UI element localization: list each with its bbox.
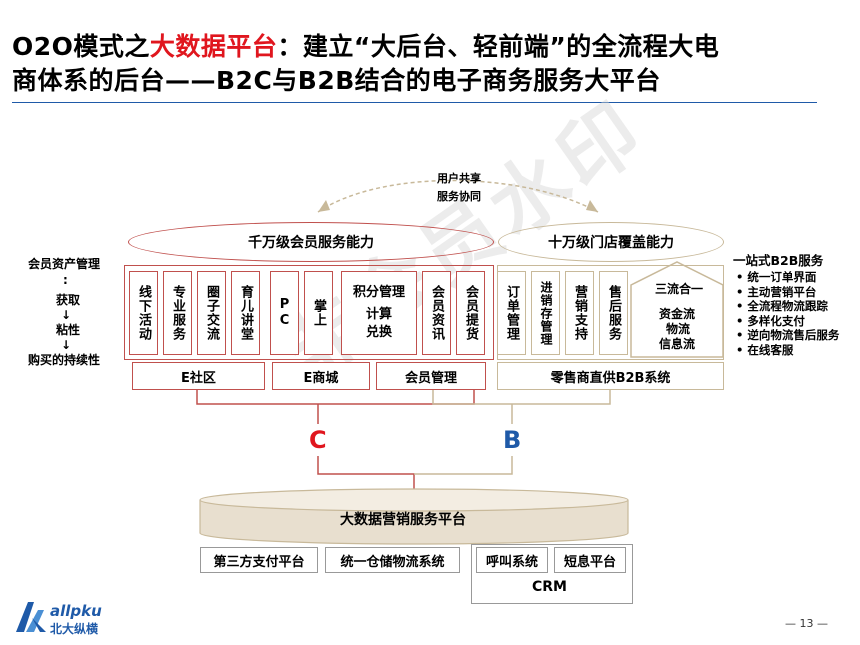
list-item: • 多样化支付 — [736, 313, 805, 328]
column-label: 进销存管理 — [539, 280, 553, 346]
list-item: • 在线客服 — [736, 342, 794, 357]
title-underline — [12, 102, 817, 103]
column-label: PC — [277, 297, 292, 329]
logo-cn: 北大纵横 — [50, 622, 99, 636]
box-sms-platform: 短息平台 — [554, 547, 626, 573]
list-item-text: 逆向物流售后服务 — [747, 328, 840, 342]
base-member-management: 会员管理 — [376, 362, 486, 390]
column-label: 专业服务 — [170, 285, 185, 341]
column-marketing-support: 营销支持 — [565, 271, 594, 355]
base-e-mall: E商城 — [272, 362, 370, 390]
letter-c: C — [309, 426, 327, 454]
points-title: 积分管理 — [352, 285, 405, 300]
column-label: 育儿讲堂 — [238, 285, 253, 341]
title-line-2: 商体系的后台——B2C与B2B结合的电子商务服务大平台 — [12, 66, 661, 95]
allpku-logo-icon — [16, 602, 46, 632]
list-item-text: 在线客服 — [747, 342, 794, 357]
b-connector — [432, 390, 611, 424]
title-highlight: 大数据平台 — [149, 32, 278, 61]
points-redeem: 兑换 — [365, 325, 392, 340]
c-services-frame — [124, 265, 494, 360]
column-label: 圈子交流 — [204, 285, 219, 341]
column-label: 掌上 — [311, 299, 326, 327]
arc-arrow-right — [586, 200, 598, 212]
base-retail-b2b: 零售商直供B2B系统 — [497, 362, 724, 390]
platform-cylinder-top — [199, 488, 629, 512]
letter-b: B — [503, 426, 522, 454]
list-item: • 全流程物流跟踪 — [736, 299, 828, 313]
title-prefix: O2O模式之 — [12, 32, 150, 61]
column-mobile: 掌上 — [304, 271, 333, 355]
page-number: — 13 — — [785, 617, 828, 630]
note-acquire: 获取 — [56, 293, 81, 307]
crm-label: CRM — [532, 579, 567, 595]
arc-label-share: 用户共享 — [437, 172, 481, 185]
c-to-platform — [317, 456, 415, 492]
box-third-party-payment: 第三方支付平台 — [200, 547, 318, 573]
slide-title: O2O模式之大数据平台：建立“大后台、轻前端”的全流程大电 商体系的后台——B2… — [12, 30, 852, 98]
column-label: 订单管理 — [504, 285, 519, 341]
list-item-text: 多样化支付 — [747, 313, 805, 328]
b2b-service-heading: 一站式B2B服务 — [733, 253, 824, 268]
arrow-down-icon: ↓ — [61, 338, 72, 352]
arrow-down-icon: ↓ — [61, 308, 72, 322]
note-member-asset: 会员资产管理 — [28, 257, 101, 271]
ellipse-store-coverage: 十万级门店覆盖能力 — [498, 222, 724, 262]
note-stickiness: 粘性 — [56, 323, 81, 337]
box-unified-warehouse: 统一仓储物流系统 — [325, 547, 460, 573]
points-calc: 计算 — [365, 307, 392, 322]
column-circle-exchange: 圈子交流 — [197, 271, 226, 355]
column-parenting-class: 育儿讲堂 — [231, 271, 260, 355]
list-item: • 逆向物流售后服务 — [736, 328, 840, 342]
note-colon: : — [63, 273, 68, 287]
ellipse-member-capacity: 千万级会员服务能力 — [128, 222, 494, 262]
crm-frame — [471, 544, 633, 604]
logo-en: allpku — [50, 602, 102, 620]
list-item: • 统一订单界面 — [736, 270, 817, 284]
title-line-1: O2O模式之大数据平台：建立“大后台、轻前端”的全流程大电 — [12, 30, 852, 64]
base-e-community: E社区 — [132, 362, 265, 390]
list-item: • 主动营销平台 — [736, 284, 817, 299]
top-arc — [317, 179, 599, 213]
note-sustain: 购买的持续性 — [28, 353, 101, 367]
column-label: 会员资讯 — [429, 285, 444, 341]
title-suffix: ：建立“大后台、轻前端”的全流程大电 — [277, 32, 720, 61]
column-pc: PC — [270, 271, 299, 355]
three-flows-title: 三流合一 — [655, 282, 704, 296]
points-management-box: 积分管理 计算 兑换 — [341, 271, 417, 355]
column-inventory-management: 进销存管理 — [531, 271, 560, 355]
c-connector — [196, 390, 475, 424]
column-member-pickup: 会员提货 — [456, 271, 485, 355]
b2b-service-list: • 统一订单界面 • 主动营销平台 • 全流程物流跟踪 • 多样化支付 • 逆向… — [736, 270, 839, 357]
list-item-text: 全流程物流跟踪 — [747, 299, 828, 313]
column-label: 售后服务 — [606, 285, 621, 341]
arc-arrow-left — [318, 200, 330, 212]
column-offline-activity: 线下活动 — [129, 271, 158, 355]
column-after-sales: 售后服务 — [599, 271, 628, 355]
list-item-text: 主动营销平台 — [747, 284, 817, 299]
column-professional-service: 专业服务 — [163, 271, 192, 355]
column-order-management: 订单管理 — [497, 271, 526, 355]
list-item-text: 统一订单界面 — [747, 270, 817, 284]
flow-information: 信息流 — [659, 337, 696, 351]
platform-label: 大数据营销服务平台 — [340, 512, 466, 528]
column-label: 营销支持 — [572, 285, 587, 341]
column-member-news: 会员资讯 — [422, 271, 451, 355]
arc-label-collab: 服务协同 — [437, 190, 481, 203]
column-label: 线下活动 — [136, 285, 151, 341]
b-to-platform — [414, 456, 513, 475]
flow-capital: 资金流 — [659, 307, 696, 321]
flow-logistics: 物流 — [666, 322, 691, 336]
box-call-system: 呼叫系统 — [476, 547, 548, 573]
column-label: 会员提货 — [463, 285, 478, 341]
